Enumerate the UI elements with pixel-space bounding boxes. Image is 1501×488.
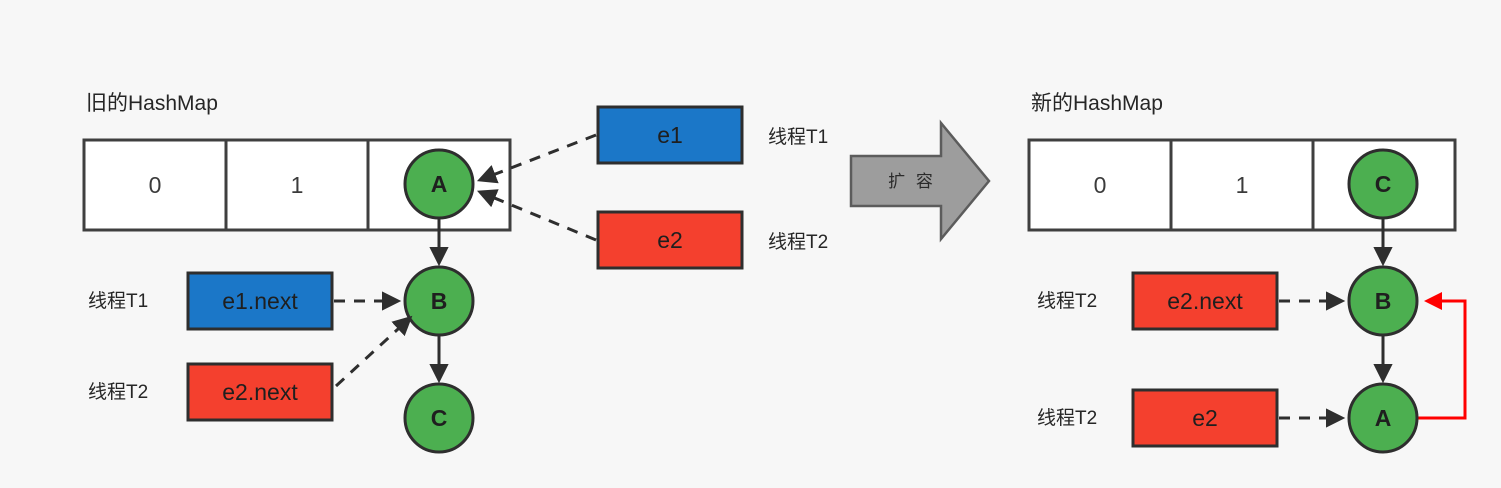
new-node-c[interactable]: C [1347,148,1419,220]
old-node-b-label: B [431,288,448,314]
old-bucket-label-1: 1 [291,172,304,198]
old-thread-label-e2next: 线程T2 [88,381,148,403]
old-box-e1-next-label: e1.next [222,288,298,314]
new-cycle-link-a-to-b [1417,292,1467,420]
new-bucket-label-1: 1 [1236,172,1249,198]
old-box-e2-label: e2 [657,227,683,253]
old-box-e1-label: e1 [657,122,683,148]
old-box-e1[interactable]: e1 [596,105,744,165]
new-box-e2-label: e2 [1192,405,1218,431]
old-box-e1-next[interactable]: e1.next [186,271,334,331]
new-node-a[interactable]: A [1347,382,1419,454]
old-node-b[interactable]: B [403,265,475,337]
old-pointer-e2-to-a [476,189,597,242]
old-node-a-label: A [431,171,448,197]
new-bucket-label-0: 0 [1094,172,1107,198]
old-box-e2[interactable]: e2 [596,210,744,270]
new-box-e2-next[interactable]: e2.next [1131,271,1279,331]
new-node-a-label: A [1375,405,1392,431]
old-bucket-cell-0[interactable] [82,138,228,232]
old-box-e2-next[interactable]: e2.next [186,362,334,422]
old-pointer-e2next-to-b [334,315,413,388]
old-bucket-cell-1[interactable] [224,138,370,232]
new-node-c-label: C [1375,171,1392,197]
old-box-e2-next-label: e2.next [222,379,298,405]
old-node-c[interactable]: C [403,382,475,454]
new-bucket-cell-1[interactable] [1169,138,1315,232]
new-box-e2[interactable]: e2 [1131,388,1279,448]
old-node-c-label: C [431,405,448,431]
old-thread-label-e1: 线程T1 [768,126,828,148]
old-hashmap-title: 旧的HashMap [86,92,218,115]
old-thread-label-e1next: 线程T1 [88,290,148,312]
old-bucket-label-0: 0 [149,172,162,198]
new-node-b[interactable]: B [1347,265,1419,337]
new-thread-label-e2next: 线程T2 [1037,290,1097,312]
new-thread-label-e2: 线程T2 [1037,407,1097,429]
new-box-e2-next-label: e2.next [1167,288,1243,314]
resize-arrow: 扩 容 [849,119,991,243]
old-thread-label-e2: 线程T2 [768,231,828,253]
resize-arrow-label: 扩 容 [888,172,936,191]
old-node-a[interactable]: A [403,148,475,220]
old-pointer-e1-to-a [476,133,597,184]
new-hashmap-title: 新的HashMap [1031,92,1163,115]
new-node-b-label: B [1375,288,1392,314]
